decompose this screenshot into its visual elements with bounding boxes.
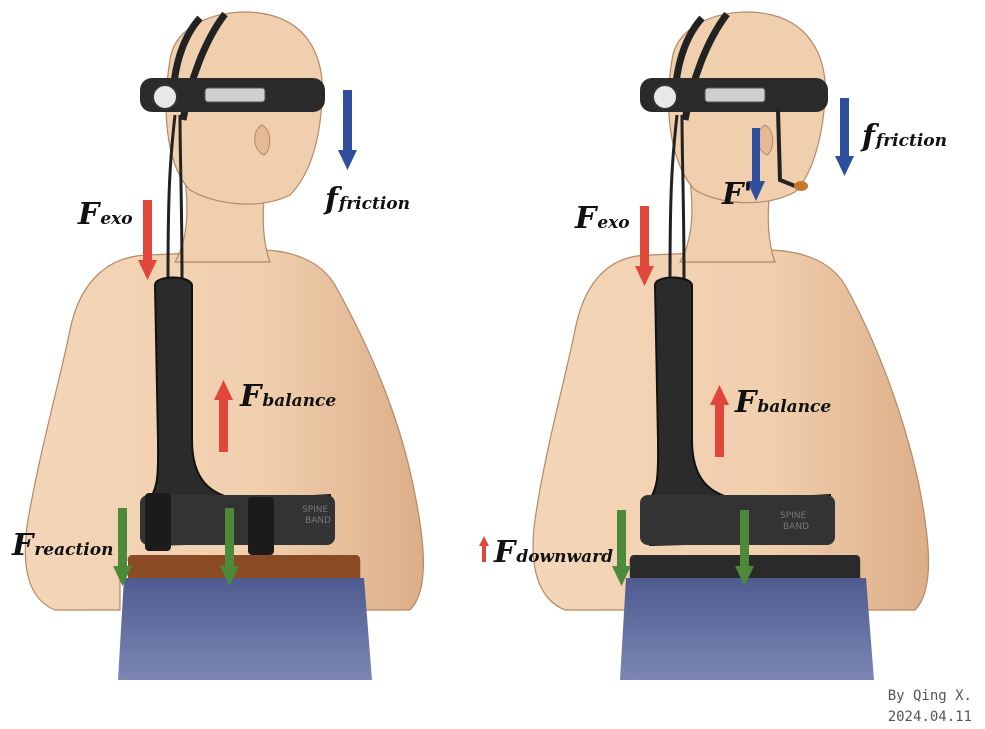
signature: By Qing X. 2024.04.11 xyxy=(860,686,972,728)
right-label-downward: Fdownward xyxy=(494,538,613,568)
left-dial-icon xyxy=(153,85,177,109)
right-label-balance-symbol: F xyxy=(735,385,756,420)
signature-date: 2024.04.11 xyxy=(860,707,972,728)
left-band-text-2: BAND xyxy=(305,516,331,526)
left-friction-arrow xyxy=(338,90,357,170)
left-figure: SPINE BAND xyxy=(25,12,423,680)
right-band-text-1: SPINE xyxy=(780,511,807,521)
right-label-friction-subscript: friction xyxy=(876,131,947,151)
left-label-balance-symbol: F xyxy=(240,379,261,414)
right-small-up-arrow xyxy=(479,536,489,562)
right-figure: SPINE BAND xyxy=(533,12,928,680)
right-label-prime-symbol: F' xyxy=(722,177,752,212)
left-label-friction: ffriction xyxy=(325,185,410,215)
left-clip-2 xyxy=(248,497,274,555)
right-label-exo: Fexo xyxy=(575,204,630,234)
right-jeans xyxy=(620,578,874,680)
right-label-friction: ffriction xyxy=(862,122,947,152)
left-label-exo: Fexo xyxy=(78,200,133,230)
left-label-reaction-subscript: reaction xyxy=(34,540,113,560)
right-dial-icon xyxy=(653,85,677,109)
right-headband-buckle xyxy=(705,88,765,102)
left-label-exo-subscript: exo xyxy=(100,209,132,229)
left-label-reaction-symbol: F xyxy=(12,528,33,563)
left-label-friction-symbol: f xyxy=(325,182,338,217)
left-label-balance: Fbalance xyxy=(240,382,336,412)
right-label-exo-symbol: F xyxy=(575,201,596,236)
right-label-balance: Fbalance xyxy=(735,388,831,418)
right-label-exo-subscript: exo xyxy=(597,213,629,233)
left-label-reaction: Freaction xyxy=(12,531,113,561)
right-chin-cup xyxy=(794,181,808,191)
left-label-exo-symbol: F xyxy=(78,197,99,232)
left-belt xyxy=(128,555,360,581)
left-label-balance-subscript: balance xyxy=(262,391,336,411)
right-label-friction-symbol: f xyxy=(862,119,875,154)
right-friction-arrow xyxy=(835,98,854,176)
left-jeans xyxy=(118,578,372,680)
left-headband-buckle xyxy=(205,88,265,102)
left-label-friction-subscript: friction xyxy=(339,194,410,214)
right-label-downward-subscript: downward xyxy=(516,547,613,567)
right-label-downward-symbol: F xyxy=(494,535,515,570)
signature-author: By Qing X. xyxy=(860,686,972,707)
right-band-text-2: BAND xyxy=(783,522,809,532)
left-band-text-1: SPINE xyxy=(302,505,329,515)
left-clip-1 xyxy=(145,493,171,551)
right-label-prime: F' xyxy=(722,180,753,210)
right-label-balance-subscript: balance xyxy=(757,397,831,417)
